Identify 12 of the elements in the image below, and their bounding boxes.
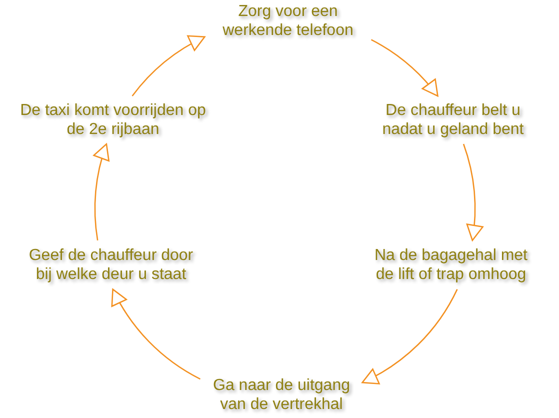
step-label: De taxi komt voorrijden op de 2e rijbaan <box>20 101 206 139</box>
arrow <box>370 39 438 97</box>
step-label: Na de bagagehal met de lift of trap omhoog <box>374 246 528 284</box>
step-label: Zorg voor een werkende telefoon <box>222 2 354 40</box>
step-label: Ga naar de uitgang van de vertrekhal <box>212 376 351 414</box>
step-label: Geef de chauffeur door bij welke deur u staat <box>28 246 194 284</box>
arrow <box>362 288 458 384</box>
arrow <box>132 36 206 96</box>
step-label: De chauffeur belt u nadat u geland bent <box>381 101 525 139</box>
arrow <box>112 288 201 380</box>
arrow <box>462 144 483 241</box>
arrow <box>94 143 111 240</box>
